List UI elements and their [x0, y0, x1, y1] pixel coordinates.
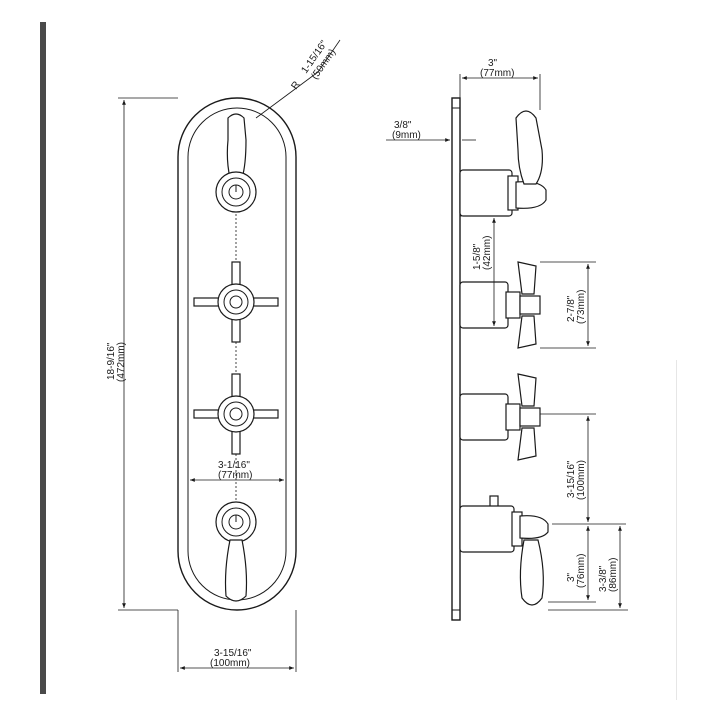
spacing-a-in: 1-5/8": [472, 243, 483, 270]
outer-width-in: 3-15/16": [214, 648, 252, 659]
depth-bottom-mm: (76mm): [576, 554, 587, 588]
radius-leader: [255, 71, 319, 119]
outer-width-mm: (100mm): [210, 658, 250, 669]
right-border-rule: [676, 360, 677, 700]
front-view: R 1-15/16" (50mm) 18-9/16" (472mm) 3-1/1…: [106, 38, 341, 672]
bottom-lever-handle: [215, 501, 257, 602]
side-cross-upper: [459, 261, 541, 349]
plate-in: 3/8": [394, 120, 412, 131]
spacing-b-in: 2-7/8": [566, 295, 577, 322]
cross-handle-upper: [193, 261, 279, 343]
height-mm: (472mm): [116, 342, 127, 382]
inner-width-in: 3-1/16": [218, 460, 250, 471]
spacing-a-mm: (42mm): [482, 236, 493, 270]
side-cross-lower: [459, 373, 541, 461]
radius-label: R: [289, 79, 302, 91]
plate-mm: (9mm): [392, 130, 421, 141]
side-plate: [451, 97, 461, 621]
spacing-b-mm: (73mm): [576, 290, 587, 324]
depth-total-in: 3-3/8": [598, 565, 609, 592]
left-border-rule: [40, 22, 46, 694]
depth-total-mm: (86mm): [608, 558, 619, 592]
depth-top-in: 3": [488, 58, 498, 69]
top-lever-handle: [215, 113, 257, 213]
spacing-c-mm: (100mm): [576, 460, 587, 500]
height-in: 18-9/16": [106, 342, 117, 380]
depth-bottom-in: 3": [566, 572, 577, 582]
side-top-lever: [459, 110, 547, 217]
cross-handle-lower: [193, 373, 279, 455]
side-bottom-lever: [459, 495, 549, 606]
side-view: 3" (77mm) 3/8" (9mm) 1-5/8" (42mm) 2-7/8…: [386, 58, 628, 621]
inner-width-mm: (77mm): [218, 470, 252, 481]
front-plate-outer: [177, 97, 297, 611]
spacing-c-in: 3-15/16": [566, 460, 577, 498]
depth-top-mm: (77mm): [480, 68, 514, 79]
